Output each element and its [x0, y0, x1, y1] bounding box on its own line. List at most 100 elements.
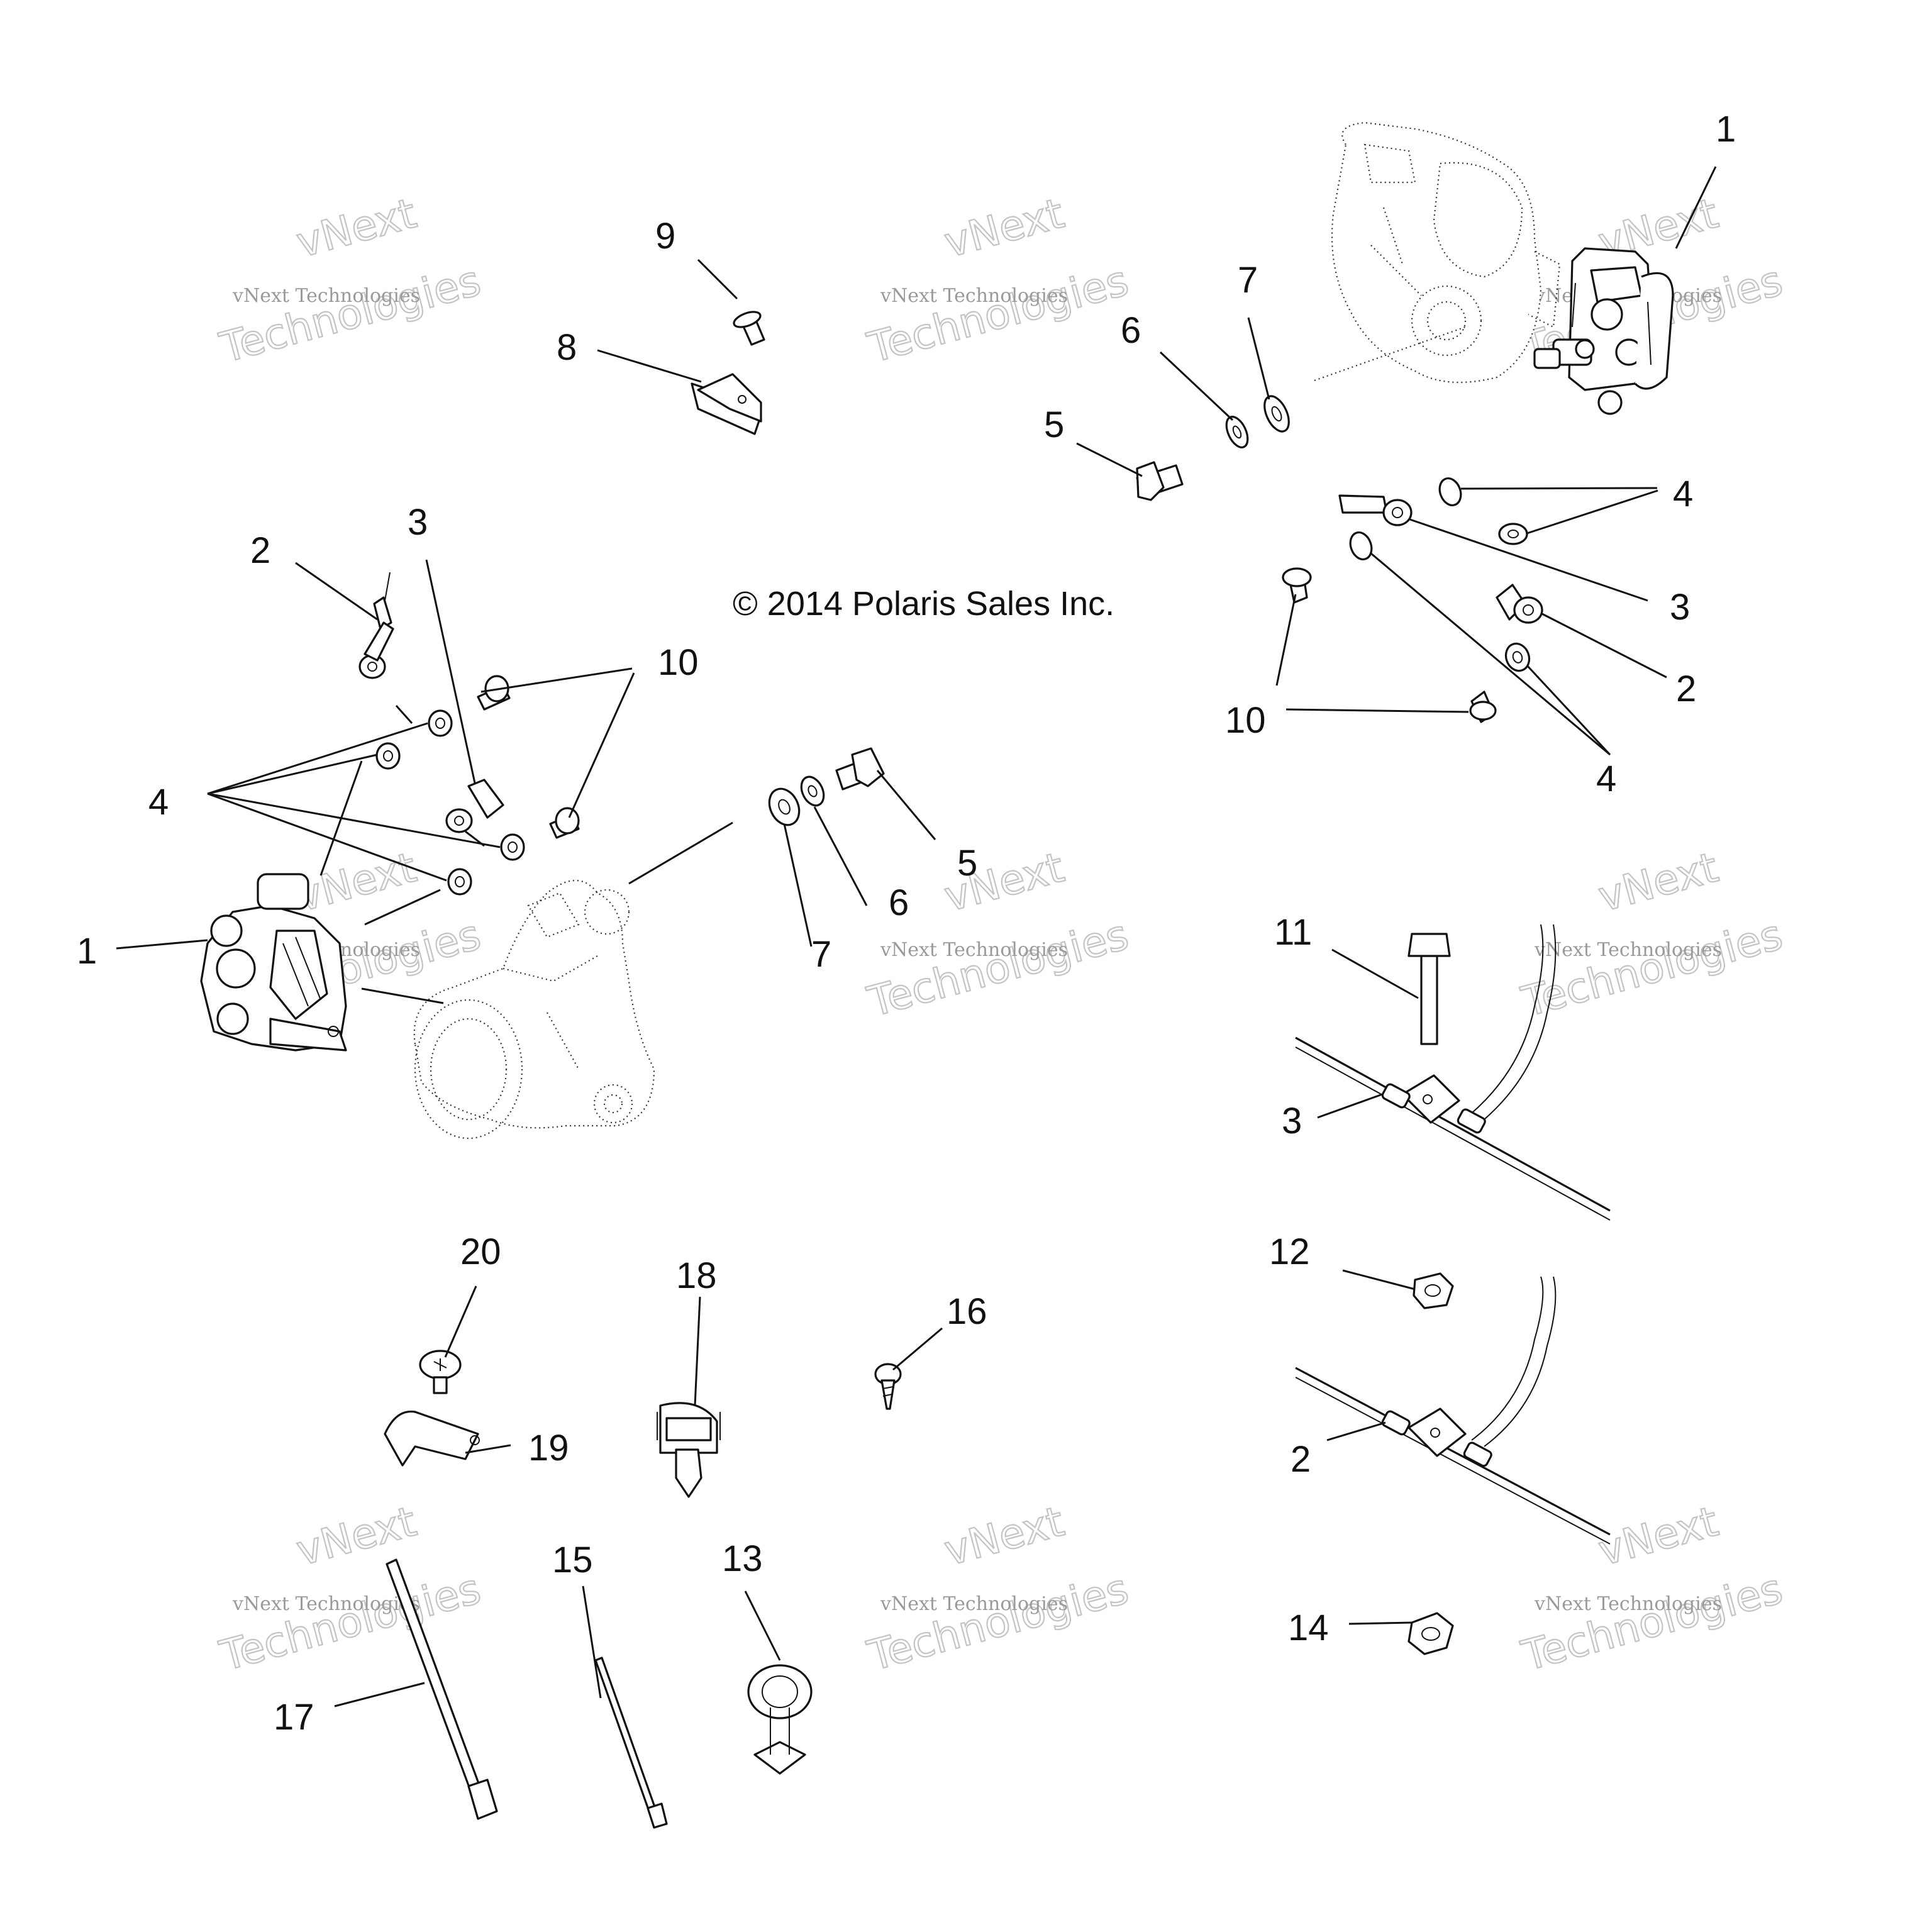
- watermark: vNext Technologies: [862, 188, 1135, 373]
- washer-4: [1498, 523, 1528, 545]
- callout-13: 13: [722, 1538, 763, 1579]
- callout-8: 8: [557, 327, 577, 368]
- washer-4: [500, 833, 525, 861]
- watermarks: vNext Technologies vNext Technologies vN…: [214, 188, 1789, 1681]
- watermark-technologies: Technologies: [1517, 911, 1787, 1026]
- bolt-10-lower-b: [549, 807, 580, 839]
- callout-14: 14: [1288, 1607, 1329, 1648]
- watermark-technologies: Technologies: [863, 257, 1133, 372]
- watermark-technologies: Technologies: [215, 1565, 486, 1680]
- watermark-caption: vNext Technologies: [880, 1593, 1068, 1615]
- hose-clamp-18: [657, 1402, 721, 1498]
- washer-7-upper: [1263, 395, 1290, 433]
- callout-4: 4: [1673, 474, 1693, 514]
- watermark: vNext Technologies: [214, 1496, 487, 1681]
- bolt-10-upper-b: [1469, 691, 1497, 723]
- washer-4-hole: [1512, 651, 1523, 663]
- watermark-vnext: vNext: [292, 843, 421, 921]
- washer-4-hole: [455, 876, 465, 887]
- washer-4-hole: [435, 718, 445, 729]
- leader-lines: [116, 166, 1717, 1707]
- nut-12: [1413, 1272, 1454, 1309]
- watermark-vnext: vNext: [292, 189, 421, 267]
- brake-line-fitting-2-upper: [1496, 584, 1543, 624]
- watermark-technologies: Technologies: [1517, 1565, 1787, 1680]
- callout-17: 17: [274, 1697, 314, 1738]
- knuckle-upper-right: [1314, 121, 1561, 384]
- clip-19: [384, 1410, 480, 1467]
- watermark: vNext Technologies: [862, 842, 1135, 1027]
- washer-6-upper-hole: [1232, 425, 1242, 439]
- callout-4: 4: [148, 782, 169, 823]
- watermark-caption: vNext Technologies: [880, 285, 1068, 307]
- washer-4: [1438, 477, 1462, 506]
- watermark-technologies: Technologies: [215, 257, 486, 372]
- cable-tie-17: [386, 1558, 498, 1820]
- watermark-caption: vNext Technologies: [232, 285, 420, 307]
- bolt-9: [733, 311, 765, 346]
- washer-6-lower-hole: [808, 785, 818, 797]
- callout-11: 11: [1274, 912, 1312, 953]
- washer-4: [447, 868, 472, 896]
- washer-6-upper: [1225, 416, 1249, 448]
- watermark-technologies: Technologies: [863, 911, 1133, 1026]
- watermark-caption: vNext Technologies: [232, 1593, 420, 1615]
- callout-2: 2: [1676, 669, 1696, 709]
- bolt-5-lower: [835, 747, 885, 791]
- callout-3: 3: [1282, 1101, 1302, 1141]
- callout-labels: 1 1 2 2 2 3 3 3 4 4 4 5 5 6 6 7 7 8 9 10…: [77, 109, 1736, 1738]
- watermark-caption: vNext Technologies: [1534, 1593, 1722, 1615]
- knuckle-lower-left: [413, 880, 655, 1140]
- callout-5: 5: [957, 843, 977, 884]
- callout-7: 7: [811, 934, 831, 975]
- watermark-technologies: Technologies: [863, 1565, 1133, 1680]
- callout-3: 3: [1670, 587, 1690, 628]
- bolt-11: [1407, 933, 1451, 1045]
- callout-2: 2: [250, 530, 270, 571]
- brake-line-3-assembly: [1295, 924, 1611, 1221]
- watermark: vNext Technologies: [214, 188, 487, 373]
- washer-4: [375, 742, 401, 770]
- callout-3: 3: [408, 502, 428, 543]
- washer-4: [1349, 531, 1373, 560]
- brake-line-fitting-2-lower: [358, 572, 394, 679]
- screw-16: [874, 1363, 902, 1410]
- watermark-vnext: vNext: [1594, 843, 1723, 921]
- washer-7-lower-hole: [778, 799, 791, 815]
- copyright-notice: © 2014 Polaris Sales Inc.: [733, 585, 1114, 623]
- callout-16: 16: [947, 1291, 987, 1332]
- bracket-8: [691, 373, 762, 435]
- washer-4-hole: [1507, 530, 1519, 538]
- bolt-10-lower-a: [477, 675, 511, 711]
- watermark: vNext Technologies: [862, 1496, 1135, 1681]
- watermark-caption: vNext Technologies: [880, 939, 1068, 961]
- push-clip-13: [747, 1664, 813, 1775]
- washer-4-hole: [383, 750, 393, 762]
- watermark-vnext: vNext: [292, 1497, 421, 1575]
- callout-10: 10: [658, 642, 699, 683]
- bolt-5-upper: [1136, 461, 1184, 501]
- cable-tie-15: [594, 1657, 668, 1829]
- callout-1: 1: [1716, 109, 1736, 150]
- brake-line-fitting-3-lower: [445, 779, 504, 833]
- washer-6-lower: [800, 775, 825, 807]
- callout-18: 18: [676, 1255, 717, 1296]
- flange-nut-14: [1407, 1612, 1454, 1655]
- watermark-vnext: vNext: [940, 1497, 1069, 1575]
- watermark-caption: vNext Technologies: [1534, 939, 1722, 961]
- callout-1: 1: [77, 931, 97, 972]
- callout-5: 5: [1044, 404, 1064, 445]
- brake-caliper-lower-left: [200, 873, 347, 1052]
- bolt-10-upper-a: [1282, 567, 1312, 604]
- washer-7-lower: [768, 787, 801, 826]
- brake-caliper-upper-right: [1533, 247, 1674, 415]
- callout-6: 6: [1121, 310, 1141, 351]
- callout-10: 10: [1225, 700, 1266, 741]
- callout-9: 9: [655, 216, 675, 257]
- callout-20: 20: [460, 1231, 501, 1272]
- callout-19: 19: [528, 1428, 569, 1468]
- brake-line-fitting-3-upper: [1338, 494, 1413, 526]
- callout-2: 2: [1291, 1439, 1311, 1480]
- washer-4: [1504, 642, 1531, 672]
